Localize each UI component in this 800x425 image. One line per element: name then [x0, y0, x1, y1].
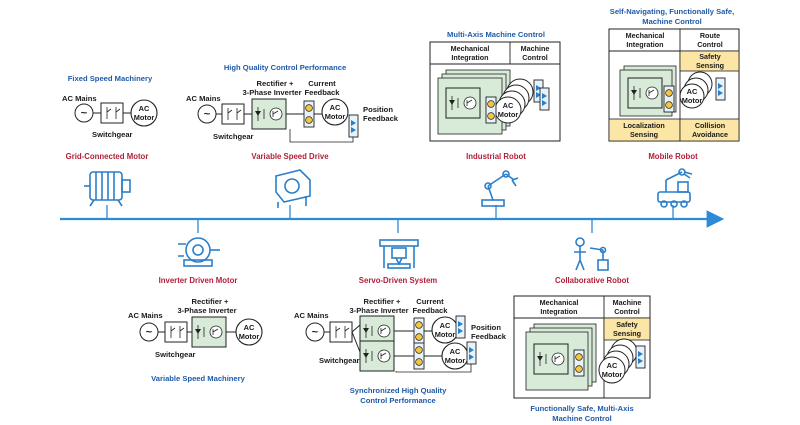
caption-synchronized-1: Synchronized High Quality: [350, 386, 447, 395]
sensing-label: Sensing: [630, 130, 658, 139]
milestone-title-grid-motor: Grid-Connected Motor: [66, 152, 149, 161]
machine-label: Machine: [613, 298, 642, 307]
synchronized-diagram: Rectifier + 3-Phase Inverter Current Fee…: [294, 297, 507, 405]
motor-ac-label: AC: [244, 323, 255, 332]
current-label: Current: [308, 79, 336, 88]
caption-self-nav-1: Self-Navigating, Functionally Safe,: [610, 7, 734, 16]
motor-ac-label: AC: [139, 104, 150, 113]
bottom-ticks: [197, 219, 593, 233]
caption-functionally-safe-1: Functionally Safe, Multi-Axis: [530, 404, 633, 413]
servo-system-icon: [379, 239, 419, 269]
top-ticks: [106, 205, 674, 219]
localization-label: Localization: [623, 121, 665, 130]
caption-variable-speed: Variable Speed Machinery: [151, 374, 245, 383]
mechanical-label: Mechanical: [451, 44, 490, 53]
motor-label: Motor: [498, 110, 519, 119]
inverter-label: 3-Phase Inverter: [177, 306, 236, 315]
motor-label: Motor: [602, 370, 623, 379]
switchgear-label: Switchgear: [92, 130, 133, 139]
ac-mains-label: AC Mains: [62, 94, 97, 103]
multi-axis-diagram: Multi-Axis Machine Control Mechanical In…: [429, 30, 561, 142]
inverter-label: 3-Phase Inverter: [242, 88, 301, 97]
variable-speed-diagram: Rectifier + 3-Phase Inverter AC Mains AC…: [128, 297, 263, 383]
caption-synchronized-2: Control Performance: [360, 396, 436, 405]
milestone-title-mobile-robot: Mobile Robot: [648, 152, 698, 161]
switchgear-label: Switchgear: [155, 350, 196, 359]
integration-label: Integration: [626, 40, 663, 49]
current-label: Current: [416, 297, 444, 306]
fixed-speed-diagram: Fixed Speed Machinery AC Mains AC Motor …: [62, 74, 158, 139]
caption-fixed-speed: Fixed Speed Machinery: [68, 74, 153, 83]
motor-icon: [84, 171, 131, 207]
ac-mains-label: AC Mains: [294, 311, 329, 320]
functionally-safe-diagram: Mechanical Integration Machine Control S…: [513, 295, 651, 423]
self-navigating-diagram: Self-Navigating, Functionally Safe, Mach…: [608, 7, 740, 142]
motor-ac-label: AC: [607, 361, 618, 370]
caption-self-nav-2: Machine Control: [642, 17, 702, 26]
milestone-title-vsd: Variable Speed Drive: [251, 152, 329, 161]
motor-label: Motor: [445, 356, 466, 365]
caption-functionally-safe-2: Machine Control: [552, 414, 612, 423]
rectifier-label: Rectifier +: [364, 297, 401, 306]
feedback-label: Feedback: [363, 114, 399, 123]
integration-label: Integration: [540, 307, 577, 316]
rectifier-label: Rectifier +: [257, 79, 294, 88]
motor-ac-label: AC: [687, 87, 698, 96]
milestone-title-inverter-motor: Inverter Driven Motor: [159, 276, 238, 285]
milestone-title-servo-system: Servo-Driven System: [359, 276, 438, 285]
cobot-icon: [574, 237, 609, 271]
motor-label: Motor: [134, 113, 155, 122]
machine-label: Machine: [521, 44, 550, 53]
integration-label: Integration: [451, 53, 488, 62]
drive-icon: [275, 169, 311, 208]
position-label: Position: [471, 323, 501, 332]
high-quality-diagram: High Quality Control Performance AC Main…: [186, 63, 399, 143]
motor-label: Motor: [325, 112, 346, 121]
safety-label: Safety: [616, 320, 638, 329]
safety-label: Safety: [699, 52, 721, 61]
switchgear-label: Switchgear: [213, 132, 254, 141]
motor-label: Motor: [435, 330, 456, 339]
control-label: Control: [614, 307, 640, 316]
collision-label: Collision: [695, 121, 725, 130]
motor-ac-label: AC: [503, 101, 514, 110]
milestone-title-industrial-robot: Industrial Robot: [466, 152, 526, 161]
robot-arm-icon: [481, 170, 519, 207]
control-label: Control: [697, 40, 723, 49]
inverter-motor-icon: [178, 237, 220, 267]
sensing-label: Sensing: [696, 61, 724, 70]
mechanical-label: Mechanical: [626, 31, 665, 40]
motor-ac-label: AC: [440, 321, 451, 330]
inverter-label: 3-Phase Inverter: [349, 306, 408, 315]
sensing-label: Sensing: [613, 329, 641, 338]
caption-multi-axis: Multi-Axis Machine Control: [447, 30, 545, 39]
feedback-label: Feedback: [304, 88, 340, 97]
mechanical-label: Mechanical: [540, 298, 579, 307]
control-label: Control: [522, 53, 548, 62]
feedback-label: Feedback: [412, 306, 448, 315]
position-label: Position: [363, 105, 393, 114]
motor-label: Motor: [682, 96, 703, 105]
rectifier-label: Rectifier +: [192, 297, 229, 306]
avoidance-label: Avoidance: [692, 130, 728, 139]
switchgear-label: Switchgear: [319, 356, 360, 365]
route-label: Route: [700, 31, 720, 40]
ac-mains-label: AC Mains: [128, 311, 163, 320]
motor-label: Motor: [239, 332, 260, 341]
milestone-title-cobot: Collaborative Robot: [555, 276, 629, 285]
motor-ac-label: AC: [330, 103, 341, 112]
motor-ac-label: AC: [450, 347, 461, 356]
feedback-label: Feedback: [471, 332, 507, 341]
mobile-robot-icon: [657, 168, 693, 208]
caption-high-quality: High Quality Control Performance: [224, 63, 346, 72]
ac-mains-label: AC Mains: [186, 94, 221, 103]
